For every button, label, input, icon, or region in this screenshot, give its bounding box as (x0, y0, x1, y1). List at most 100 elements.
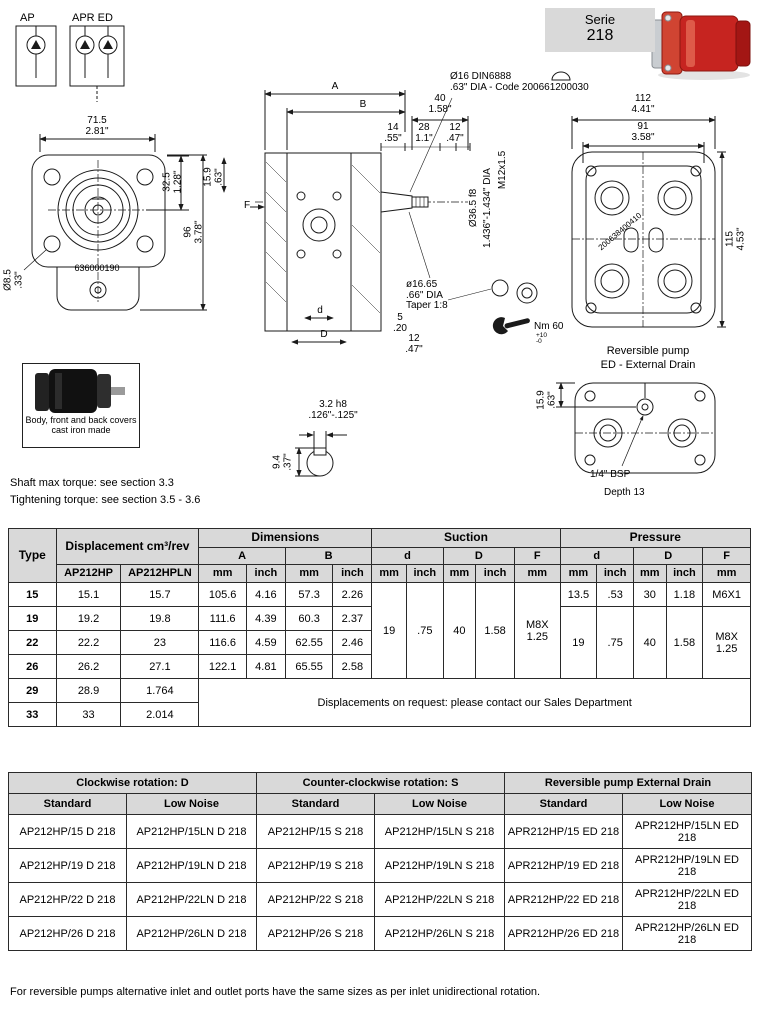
dim-value: 28 (418, 122, 430, 133)
torque-value: Nm 60 (534, 321, 564, 332)
reversible-title: Reversible pump (606, 345, 690, 357)
col-low-noise: Low Noise (126, 793, 257, 815)
reversible-pump-drawing (556, 382, 716, 474)
cell: 15.1 (55, 582, 122, 608)
cell: 19 (371, 582, 407, 680)
rev-port-label: 1/4" BSP (590, 469, 631, 480)
cell: M8X 1.25 (514, 582, 561, 680)
woodruff-key-icon (551, 71, 571, 81)
cell: .75 (405, 582, 444, 680)
cell: 19 (559, 606, 598, 680)
dim-value: .126"-.125" (308, 409, 358, 421)
col-a: A (198, 546, 286, 566)
unit-mm: mm (442, 564, 477, 584)
cell: 4.39 (245, 606, 286, 632)
wrench-icon (492, 317, 530, 335)
cell: APR212HP/19 ED 218 (504, 848, 624, 883)
ap-symbol-label: AP (20, 12, 35, 24)
front-offset-dim: 32.5 1.28" (162, 170, 184, 194)
cell: AP212HP/15LN D 218 (126, 814, 257, 849)
unit-mm: mm (559, 564, 598, 584)
cell: 33 (55, 702, 122, 728)
torque-spec: Nm 60+10-0 (534, 321, 564, 346)
cell: AP212HP/19 S 218 (256, 848, 375, 883)
dim-value: 15.9 (535, 390, 547, 410)
col-suction-D: D (442, 546, 516, 566)
cell: 1.764 (120, 678, 200, 704)
dim-value: 3.2 h8 (319, 399, 347, 410)
keyway-depth-dim: 9.4 .37" (272, 453, 294, 470)
serie-label: Serie (584, 12, 616, 27)
cell: APR212HP/26LN ED 218 (622, 916, 753, 951)
unit-mm: mm (371, 564, 407, 584)
dim-value: .63" (546, 391, 557, 409)
rev-drain-dim: 15.9 .63" (535, 390, 558, 410)
cell: .75 (596, 606, 635, 680)
dim-value: 2.81" (85, 125, 109, 137)
cell: 28.9 (55, 678, 122, 704)
front-pitch-dim: 15.9 .63" (202, 167, 225, 187)
dim-value: 1.28" (172, 170, 183, 194)
torque-upper-tol: +10 (536, 331, 548, 339)
cell: 4.59 (245, 630, 286, 656)
cell: 19.2 (55, 606, 122, 632)
table-row: 29 28.9 1.764 Displacements on request: … (8, 678, 751, 728)
dim-14: 14 .55" (384, 122, 401, 144)
serie-badge: Serie 218 (545, 8, 655, 52)
unit-inch: inch (405, 564, 444, 584)
pump-silhouette (35, 369, 125, 413)
col-standard: Standard (8, 793, 127, 815)
cell: 4.16 (245, 582, 286, 608)
col-pressure-d: d (559, 546, 635, 566)
dim-5: 5 .20 (393, 312, 407, 334)
cell: APR212HP/15 ED 218 (504, 814, 624, 849)
cell: 2.58 (332, 654, 373, 680)
table-row: 22 22.2 23 116.6 4.59 62.55 2.46 (8, 630, 751, 656)
unit-mm: mm (514, 564, 561, 584)
cell: 65.55 (284, 654, 334, 680)
dim-f-label: F (244, 200, 251, 211)
dim-value: 15.9 (202, 167, 214, 187)
cell: AP212HP/19LN S 218 (373, 848, 506, 883)
torque-lower-tol: -0 (536, 338, 542, 345)
col-counterclockwise: Counter-clockwise rotation: S (255, 772, 506, 794)
col-ap212hpln: AP212HPLN (120, 564, 200, 584)
col-displacement: Displacement cm³/rev (55, 527, 200, 566)
cell: AP212HP/22LN D 218 (126, 882, 257, 917)
cell: 26 (8, 654, 57, 680)
dim-a-label: A (331, 81, 339, 92)
cell: M6X1 (702, 582, 751, 608)
tightening-torque-note: Tightening torque: see section 3.5 - 3.6 (10, 494, 201, 506)
key-note-line1: Ø16 DIN6888 (450, 71, 512, 82)
table-header-row: A B d D F d D F (9, 546, 751, 566)
back-height-dim: 115 4.53" (725, 227, 747, 250)
reversible-subtitle: ED - External Drain (600, 359, 696, 371)
key-note-line2: .63" DIA - Code 200661200030 (450, 81, 589, 93)
cell: AP212HP/26LN D 218 (126, 916, 257, 951)
side-view-drawing (250, 71, 571, 345)
cell: 15.7 (120, 582, 200, 608)
cell: M8X 1.25 (702, 606, 751, 680)
cell: APR212HP/26 ED 218 (504, 916, 624, 951)
cell: 13.5 (559, 582, 598, 608)
col-low-noise: Low Noise (622, 793, 753, 815)
table-row: 15 15.1 15.7 105.6 4.16 57.3 2.26 19 .75… (8, 582, 751, 680)
col-suction-d: d (371, 546, 444, 566)
dim-value: 12 (408, 333, 420, 344)
shaft-thread-label: M12x1.5 (496, 150, 508, 190)
displacement-request-note: Displacements on request: please contact… (198, 678, 751, 728)
cell: AP212HP/19 D 218 (8, 848, 127, 883)
table-row: 33 33 2.014 (8, 702, 751, 728)
pilot-diameter-dim: Ø36.5 f8 (467, 188, 479, 228)
col-type: Type (8, 527, 57, 584)
table-header-row: AP212HP AP212HPLN mm inch mm inch mm inc… (9, 564, 751, 584)
cell: 1.58 (475, 582, 516, 680)
dim-value: 5 (397, 312, 403, 323)
cell: 22 (8, 630, 57, 656)
key-detail-drawing (295, 431, 347, 477)
dim-value: 3.78" (193, 220, 204, 244)
dim-value: 96 (182, 226, 194, 238)
shaft-length-dim: 40 1.58" (428, 93, 451, 115)
dim-value: .66" DIA (406, 289, 443, 301)
key-note: Ø16 DIN6888 .63" DIA - Code 200661200030 (450, 71, 589, 93)
